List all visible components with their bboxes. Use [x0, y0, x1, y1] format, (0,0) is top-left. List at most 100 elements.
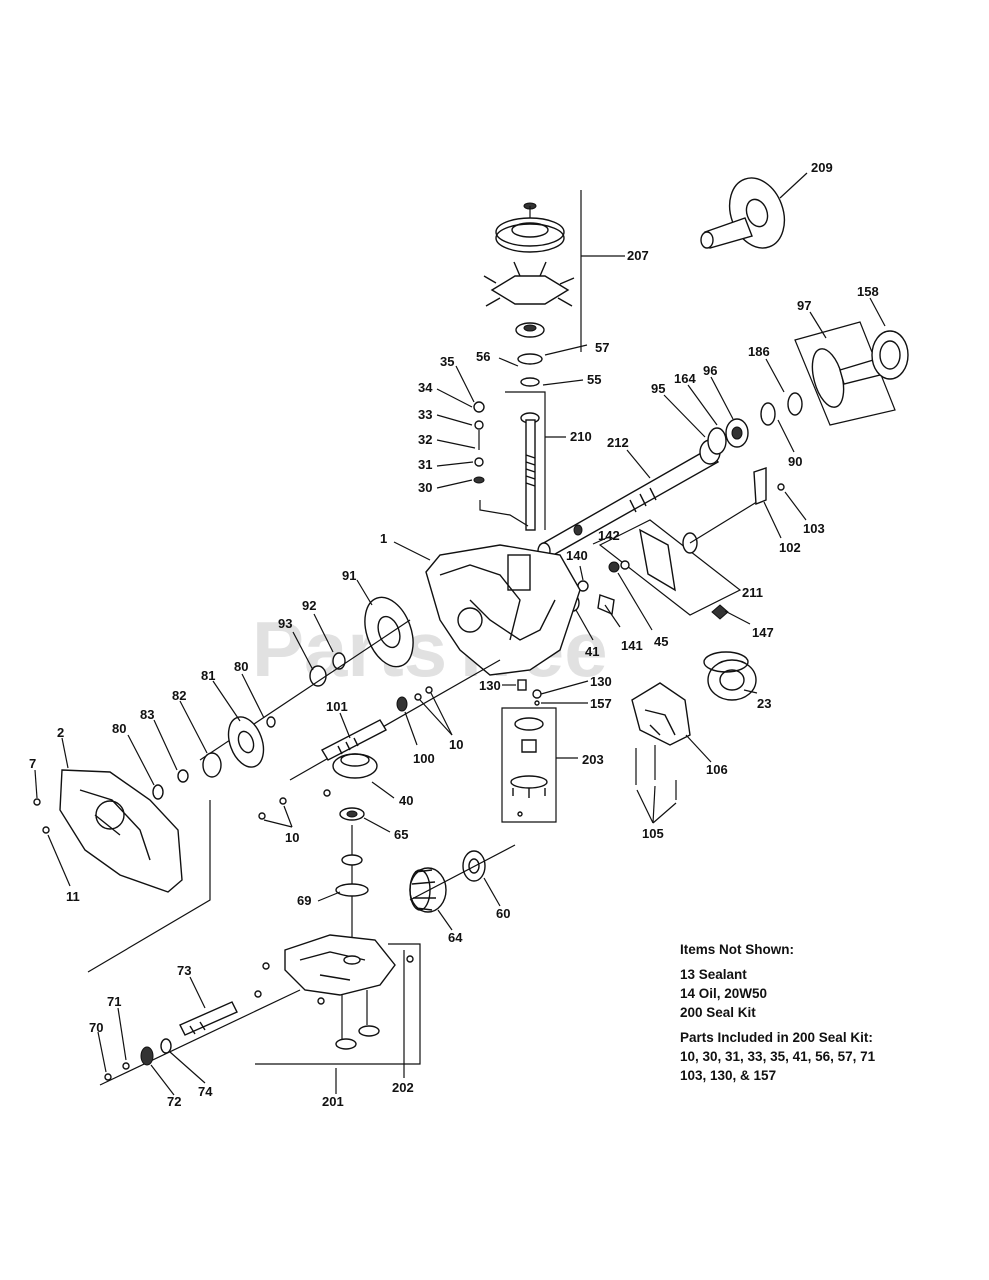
callout-81: 81	[201, 668, 215, 683]
callout-102: 102	[779, 540, 801, 555]
callout-74: 74	[198, 1084, 213, 1099]
part-97-hub-assembly	[794, 321, 909, 426]
callout-11: 11	[66, 889, 80, 904]
callout-92: 92	[302, 598, 316, 613]
callout-158: 158	[857, 284, 879, 299]
seal-kit-title: Parts Included in 200 Seal Kit:	[680, 1030, 873, 1045]
callout-10a: 10	[449, 737, 463, 752]
callout-141: 141	[621, 638, 643, 653]
callout-212: 212	[607, 435, 629, 450]
callout-72: 72	[167, 1094, 181, 1109]
part-100-10-clips	[258, 686, 433, 820]
callout-69: 69	[297, 893, 311, 908]
callout-201: 201	[322, 1094, 344, 1109]
part-7-bolt	[33, 798, 41, 806]
callout-32: 32	[418, 432, 432, 447]
part-211-shift-assembly	[598, 467, 785, 616]
callout-35: 35	[440, 354, 454, 369]
part-69-ring	[335, 854, 369, 897]
callout-1: 1	[380, 531, 387, 546]
part-203-charge-pump	[501, 707, 578, 823]
callout-55: 55	[587, 372, 601, 387]
callout-64: 64	[448, 930, 463, 945]
not-shown-item: 14 Oil, 20W50	[680, 986, 768, 1001]
callout-82: 82	[172, 688, 186, 703]
callout-7: 7	[29, 756, 36, 771]
part-1-main-housing	[425, 544, 581, 676]
callout-157: 157	[590, 696, 612, 711]
part-11-plug	[42, 826, 50, 834]
callout-210: 210	[570, 429, 592, 444]
part-95-164-96-bearings	[707, 418, 749, 455]
callout-33: 33	[418, 407, 432, 422]
callout-209: 209	[811, 160, 833, 175]
not-shown-item: 200 Seal Kit	[680, 1005, 756, 1020]
callout-105: 105	[642, 826, 664, 841]
part-23-pump-cylinder	[703, 651, 757, 701]
callout-71: 71	[107, 994, 121, 1009]
part-209-axle-hub	[700, 177, 786, 249]
part-201-center-section	[254, 934, 414, 1050]
callout-203: 203	[582, 752, 604, 767]
callout-101: 101	[326, 699, 348, 714]
callout-83: 83	[140, 707, 154, 722]
part-2-side-cover	[59, 769, 183, 893]
callout-106: 106	[706, 762, 728, 777]
callout-31: 31	[418, 457, 432, 472]
part-101-shaft	[321, 719, 387, 761]
callout-2: 2	[57, 725, 64, 740]
callout-91: 91	[342, 568, 356, 583]
callout-95: 95	[651, 381, 665, 396]
seal-kit-parts: 10, 30, 31, 33, 35, 41, 56, 57, 71	[680, 1049, 876, 1064]
callout-93: 93	[278, 616, 292, 631]
part-73-shaft	[179, 1001, 238, 1036]
part-82-83-80-spacers	[152, 716, 276, 800]
callout-97: 97	[797, 298, 811, 313]
callout-100: 100	[413, 751, 435, 766]
part-81-gear	[227, 716, 265, 768]
part-207-pulley-fan	[483, 202, 575, 338]
callout-164: 164	[674, 371, 696, 386]
callout-96: 96	[703, 363, 717, 378]
callout-23: 23	[757, 696, 771, 711]
part-91-bevel-gear	[364, 596, 414, 668]
part-65-seal	[339, 807, 365, 821]
callout-70: 70	[89, 1020, 103, 1035]
callout-140: 140	[566, 548, 588, 563]
leader-lines	[34, 172, 886, 1096]
callout-186: 186	[748, 344, 770, 359]
part-56-57-55-washers	[517, 353, 543, 387]
part-106-mount-bracket	[631, 682, 691, 746]
callout-34: 34	[418, 380, 433, 395]
callout-56: 56	[476, 349, 490, 364]
callout-103: 103	[803, 521, 825, 536]
callout-41: 41	[585, 644, 599, 659]
not-shown-item: 13 Sealant	[680, 967, 747, 982]
callout-40: 40	[399, 793, 413, 808]
callout-130a: 130	[479, 678, 501, 693]
parts-notes: Items Not Shown: 13 Sealant 14 Oil, 20W5…	[680, 940, 980, 1085]
callout-80b: 80	[112, 721, 126, 736]
callout-130b: 130	[590, 674, 612, 689]
callout-65: 65	[394, 827, 408, 842]
part-105-bolts	[635, 745, 677, 800]
seal-kit-parts: 103, 130, & 157	[680, 1068, 777, 1083]
part-210-input-shaft	[520, 412, 540, 531]
callout-73: 73	[177, 963, 191, 978]
callout-211: 211	[742, 585, 763, 600]
callout-45: 45	[654, 634, 668, 649]
callout-142: 142	[598, 528, 620, 543]
callout-80a: 80	[234, 659, 248, 674]
items-not-shown-title: Items Not Shown:	[680, 942, 794, 957]
part-30-35-fasteners	[473, 401, 529, 527]
part-70-74-small-parts	[104, 1038, 172, 1081]
callout-10b: 10	[285, 830, 299, 845]
callout-labels: 209 207 97 158 186 96 164 95 90 212 210 …	[29, 160, 879, 1109]
part-186-90-washers	[760, 392, 803, 426]
callout-207: 207	[627, 248, 649, 263]
callout-147: 147	[752, 625, 774, 640]
callout-57: 57	[595, 340, 609, 355]
part-40-cover	[323, 753, 378, 797]
callout-60: 60	[496, 906, 510, 921]
